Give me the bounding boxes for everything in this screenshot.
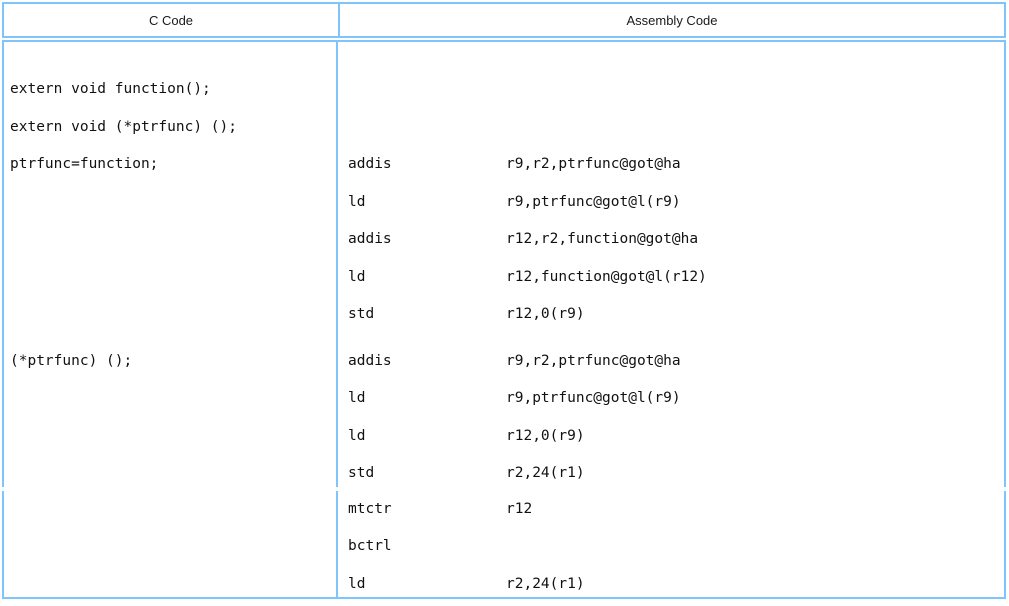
c-code-line: extern void (*ptrfunc) ();	[10, 119, 237, 135]
c-code-line: ptrfunc=function;	[10, 156, 159, 172]
c-code-line: extern void function();	[10, 81, 211, 97]
assembly-operands: r12	[506, 501, 533, 517]
assembly-mnemonic: addis	[348, 353, 392, 369]
assembly-mnemonic: ld	[348, 269, 366, 285]
table-row: mtctr r12 bctrl ld r2,24(r1)	[2, 491, 1006, 599]
assembly-operands: r9,ptrfunc@got@l(r9)	[506, 194, 681, 210]
assembly-mnemonic: ld	[348, 576, 366, 592]
header-bottom-rule	[2, 40, 1006, 42]
assembly-operands: r9,r2,ptrfunc@got@ha	[506, 156, 681, 172]
table-row: extern void function(); extern void (*ptr…	[2, 42, 1006, 487]
assembly-mnemonic: bctrl	[348, 538, 392, 554]
table-header-row: C Code Assembly Code	[2, 2, 1006, 38]
assembly-operands: r9,r2,ptrfunc@got@ha	[506, 353, 681, 369]
assembly-operands: r12,0(r9)	[506, 428, 585, 444]
column-header-assembly-code: Assembly Code	[340, 4, 1004, 36]
c-code-cell	[4, 491, 338, 597]
assembly-mnemonic: std	[348, 465, 375, 481]
column-header-assembly-code-label: Assembly Code	[626, 12, 718, 28]
assembly-mnemonic: ld	[348, 194, 366, 210]
assembly-operands: r12,r2,function@got@ha	[506, 231, 699, 247]
assembly-mnemonic: addis	[348, 156, 392, 172]
assembly-operands: r2,24(r1)	[506, 576, 585, 592]
assembly-mnemonic: ld	[348, 428, 366, 444]
assembly-operands: r12,0(r9)	[506, 306, 585, 322]
assembly-code-cell: mtctr r12 bctrl ld r2,24(r1)	[340, 491, 1004, 597]
assembly-operands: r12,function@got@l(r12)	[506, 269, 707, 285]
c-code-cell: extern void function(); extern void (*ptr…	[4, 42, 338, 487]
assembly-mnemonic: ld	[348, 390, 366, 406]
c-code-line: (*ptrfunc) ();	[10, 353, 133, 369]
assembly-code-cell: addis r9,r2,ptrfunc@got@ha ld r9,ptrfunc@go…	[340, 42, 1004, 487]
column-header-c-code-label: C Code	[148, 12, 194, 28]
assembly-operands: r9,ptrfunc@got@l(r9)	[506, 390, 681, 406]
assembly-mnemonic: addis	[348, 231, 392, 247]
assembly-mnemonic: std	[348, 306, 375, 322]
assembly-mnemonic: mtctr	[348, 501, 392, 517]
column-header-c-code: C Code	[4, 4, 340, 36]
assembly-operands: r2,24(r1)	[506, 465, 585, 481]
